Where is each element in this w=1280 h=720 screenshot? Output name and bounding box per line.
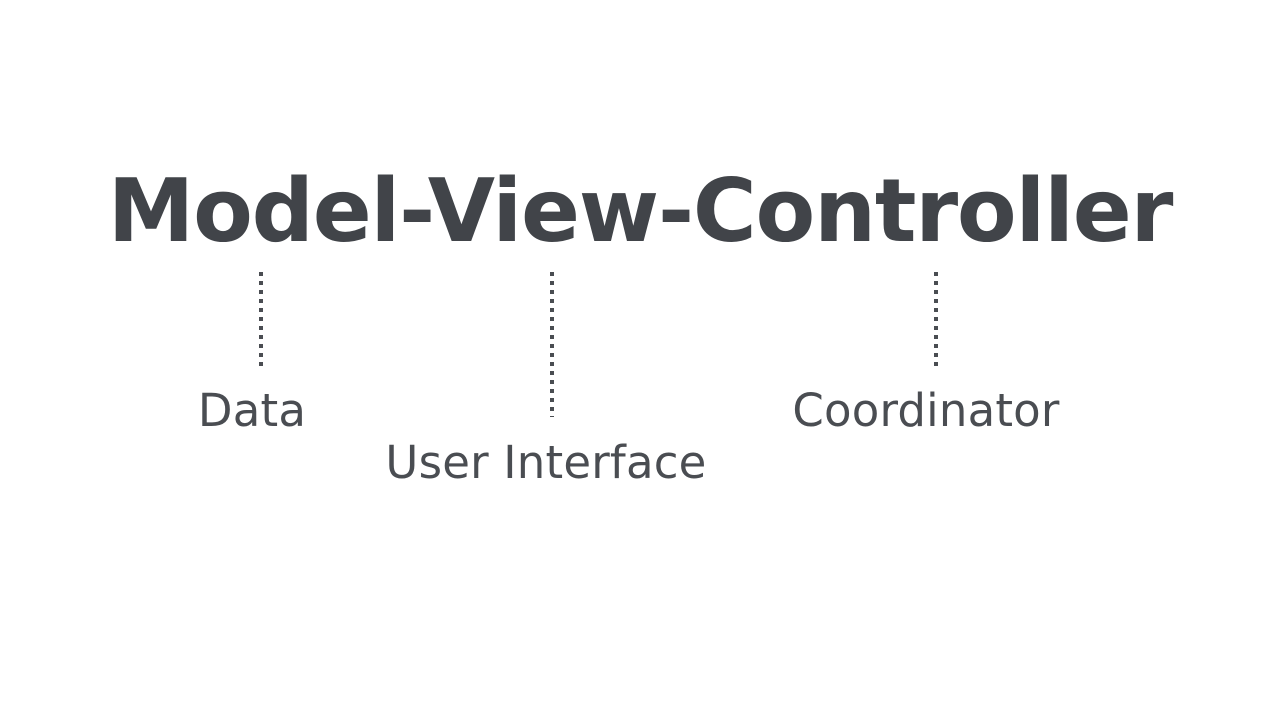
caption-controller: Coordinator (792, 384, 1060, 437)
connector-line-view (550, 272, 554, 417)
caption-view: User Interface (385, 436, 707, 489)
connector-line-model (259, 272, 263, 366)
connector-line-controller (934, 272, 938, 366)
page-title: Model-View-Controller (107, 160, 1174, 262)
caption-model: Data (197, 384, 307, 437)
